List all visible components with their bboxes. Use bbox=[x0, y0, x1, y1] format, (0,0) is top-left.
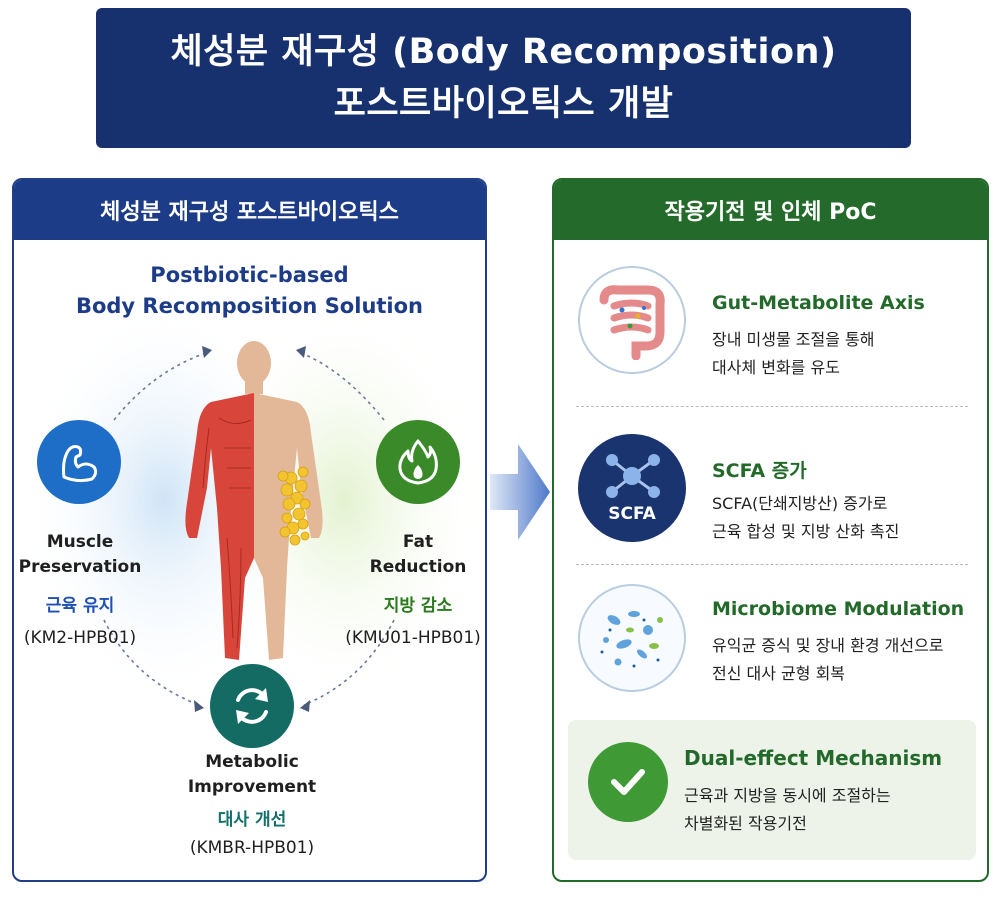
muscle-label-line2: Preservation bbox=[18, 557, 142, 577]
body-recomposition-panel: 체성분 재구성 포스트바이오틱스 Postbiotic-based Body R… bbox=[12, 178, 487, 882]
subtitle-line-2: Body Recomposition Solution bbox=[75, 294, 424, 318]
title-line-1: 체성분 재구성 (Body Recomposition) bbox=[170, 32, 837, 72]
muscle-arm-icon bbox=[37, 420, 121, 504]
dual-effect-box: Dual-effect Mechanism 근육과 지방을 동시에 조절하는 차… bbox=[568, 720, 976, 860]
gut-metabolite-title: Gut-Metabolite Axis bbox=[712, 292, 925, 314]
muscle-code: (KM2-HPB01) bbox=[23, 628, 137, 648]
gut-metabolite-desc-1: 장내 미생물 조절을 통해 bbox=[712, 330, 875, 349]
muscle-korean-label: 근육 유지 bbox=[45, 596, 115, 616]
cycle-arrows bbox=[103, 346, 395, 712]
scfa-desc-1: SCFA(단쇄지방산) 증가로 bbox=[712, 494, 888, 513]
microbiome-desc-2: 전신 대사 균형 회복 bbox=[712, 664, 846, 683]
refresh-cycle-icon bbox=[210, 664, 294, 748]
scfa-title: SCFA 증가 bbox=[712, 460, 807, 482]
subtitle-line-1: Postbiotic-based bbox=[150, 263, 349, 287]
gut-metabolite-desc-2: 대사체 변화를 유도 bbox=[712, 358, 840, 377]
fat-label: Fat Reduction bbox=[352, 530, 484, 580]
metabolic-korean-label: 대사 개선 bbox=[217, 810, 287, 830]
fat-label-line1: Fat bbox=[402, 532, 434, 552]
right-panel-header: 작용기전 및 인체 PoC bbox=[554, 180, 987, 240]
metabolic-label-line1: Metabolic bbox=[205, 752, 299, 772]
metabolic-label: Metabolic Improvement bbox=[164, 750, 340, 800]
flame-icon bbox=[376, 420, 460, 504]
fat-label-line2: Reduction bbox=[369, 557, 467, 577]
dual-effect-title: Dual-effect Mechanism bbox=[684, 746, 943, 770]
metabolic-label-line2: Improvement bbox=[187, 777, 317, 797]
muscle-label-line1: Muscle bbox=[46, 532, 114, 552]
metabolic-code: (KMBR-HPB01) bbox=[189, 838, 315, 858]
muscle-label: Muscle Preservation bbox=[14, 530, 146, 580]
title-line-2: 포스트바이오틱스 개발 bbox=[333, 84, 674, 124]
microbiome-icon bbox=[578, 584, 686, 692]
microbiome-desc-1: 유익균 증식 및 장내 환경 개선으로 bbox=[712, 636, 944, 655]
fat-code: (KMU01-HPB01) bbox=[345, 628, 481, 648]
divider bbox=[576, 406, 968, 407]
human-body-illustration bbox=[185, 341, 323, 660]
divider bbox=[576, 564, 968, 565]
dual-effect-desc-1: 근육과 지방을 동시에 조절하는 bbox=[684, 786, 891, 805]
scfa-icon-text: SCFA bbox=[608, 504, 656, 524]
checkmark-icon bbox=[588, 742, 668, 822]
fat-korean-label: 지방 감소 bbox=[383, 596, 453, 616]
dual-effect-desc-2: 차별화된 작용기전 bbox=[684, 814, 807, 833]
main-title-banner: 체성분 재구성 (Body Recomposition) 포스트바이오틱스 개발 bbox=[96, 8, 911, 148]
mechanism-poc-panel: 작용기전 및 인체 PoC Gut-Metabolite Axis 장내 미생물… bbox=[552, 178, 989, 882]
scfa-molecule-icon: SCFA bbox=[578, 434, 686, 542]
scfa-desc-2: 근육 합성 및 지방 산화 촉진 bbox=[712, 522, 900, 541]
arrow-right-icon bbox=[490, 444, 550, 540]
left-panel-header: 체성분 재구성 포스트바이오틱스 bbox=[14, 180, 485, 240]
intestine-icon bbox=[578, 266, 686, 374]
microbiome-title: Microbiome Modulation bbox=[712, 598, 965, 620]
